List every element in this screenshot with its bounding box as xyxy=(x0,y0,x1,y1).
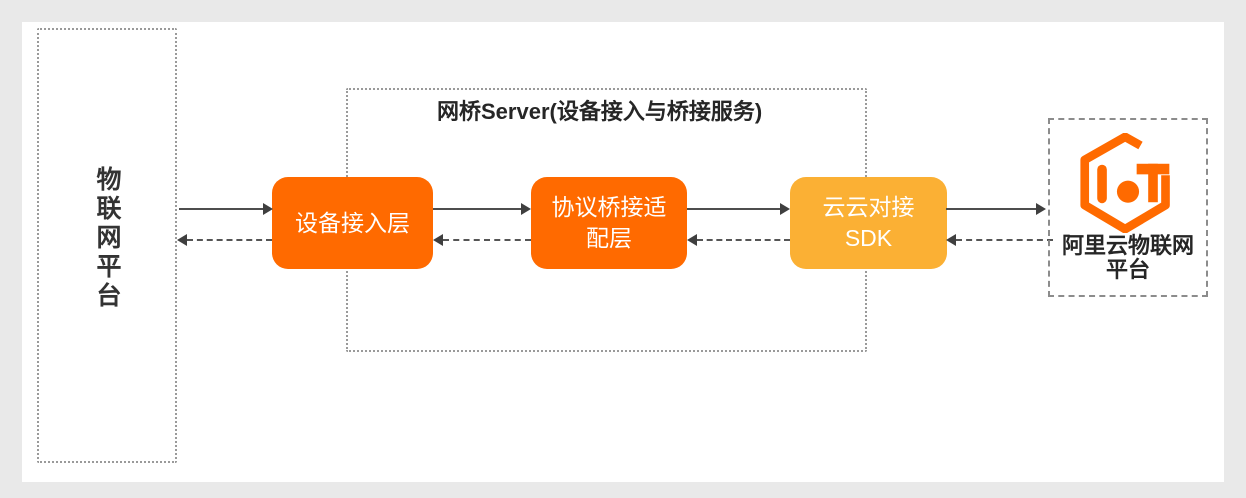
arrow-solid-protocol-to-sdk xyxy=(687,203,790,215)
protocol-bridge-label-line2: 配层 xyxy=(586,225,632,251)
logo-letter-o xyxy=(1116,180,1140,203)
device-access-layer-label: 设备接入层 xyxy=(295,209,410,236)
aliyun-platform-label: 阿里云物联网 平台 xyxy=(1062,234,1194,282)
arrow-solid-sdk-to-aliyun xyxy=(946,203,1046,215)
protocol-bridge-adapter-node: 协议桥接适 配层 xyxy=(531,177,687,269)
cloud-sdk-label-line1: 云云对接 xyxy=(822,194,915,220)
iot-platform-label: 物联网平台 xyxy=(93,166,121,311)
arrow-dashed-protocol-to-device xyxy=(433,234,531,246)
cloud-sdk-label-line2: SDK xyxy=(844,225,893,251)
logo-letter-t-stem xyxy=(1148,163,1158,203)
device-access-layer-node: 设备接入层 xyxy=(272,177,433,269)
cloud-cloud-sdk-node: 云云对接 SDK xyxy=(790,177,947,269)
iot-platform-box: 物联网平台 xyxy=(37,28,177,463)
aliyun-label-line2: 平台 xyxy=(1105,257,1150,282)
arrow-solid-platform-to-device xyxy=(179,203,273,215)
logo-letter-i xyxy=(1097,164,1107,204)
arrow-dashed-aliyun-to-sdk xyxy=(946,234,1053,246)
logo-hexagon xyxy=(1080,133,1170,233)
aliyun-label-line1: 阿里云物联网 xyxy=(1061,233,1194,258)
arrow-dashed-sdk-to-protocol xyxy=(687,234,790,246)
aliyun-iot-logo-icon xyxy=(1080,133,1170,233)
protocol-bridge-label-line1: 协议桥接适 xyxy=(551,194,667,220)
arrow-solid-device-to-protocol xyxy=(433,203,531,215)
arrow-dashed-device-to-platform xyxy=(177,234,272,246)
aliyun-iot-platform-box: 阿里云物联网 平台 xyxy=(1048,118,1208,297)
bridge-server-title: 网桥Server(设备接入与桥接服务) xyxy=(437,99,763,124)
